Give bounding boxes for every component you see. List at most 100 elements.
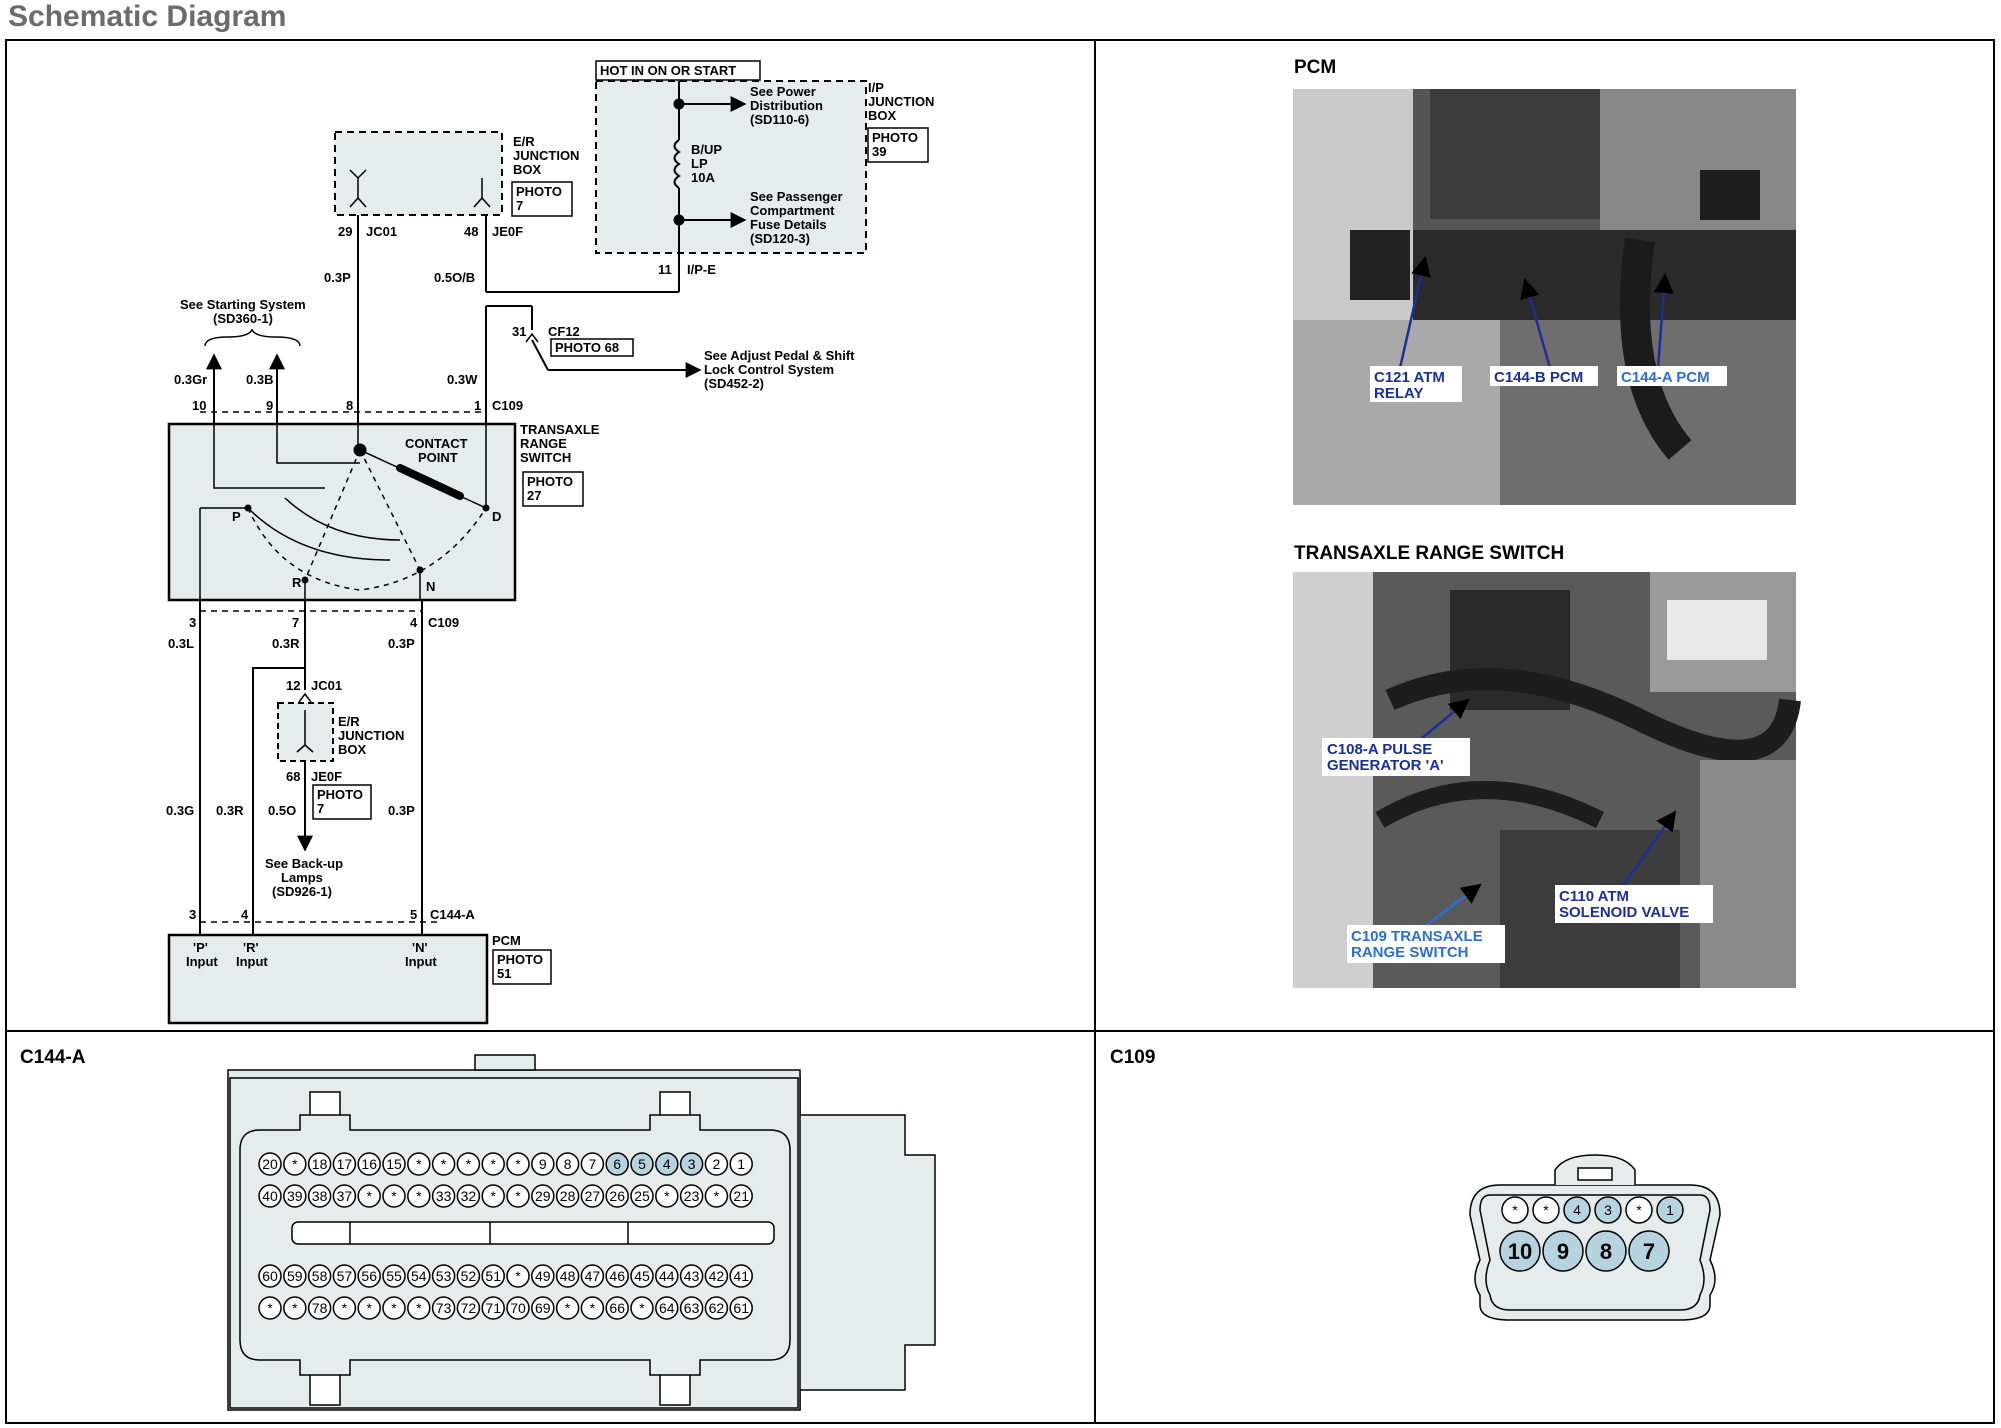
connector-pin: 8 <box>1585 1230 1627 1272</box>
svg-text:1: 1 <box>474 398 481 413</box>
connector-pin: * <box>481 1184 505 1208</box>
connector-pin: * <box>630 1296 654 1320</box>
er-junction-box <box>334 131 503 216</box>
svg-text:55: 55 <box>386 1268 402 1284</box>
svg-text:63: 63 <box>684 1300 700 1316</box>
connector-pin: 58 <box>307 1264 332 1288</box>
svg-text:RANGE SWITCH: RANGE SWITCH <box>1351 944 1469 961</box>
svg-text:60: 60 <box>262 1268 278 1284</box>
connector-pin: 27 <box>580 1184 605 1208</box>
connector-pin: * <box>1532 1196 1560 1224</box>
connector-pin: 4 <box>1563 1196 1591 1224</box>
connector-pin: 33 <box>431 1184 456 1208</box>
svg-text:PHOTO: PHOTO <box>872 130 918 145</box>
connector-pin: 6 <box>605 1152 629 1176</box>
svg-text:0.3P: 0.3P <box>324 270 351 285</box>
svg-text:JC01: JC01 <box>311 678 342 693</box>
connector-pin: 70 <box>506 1296 530 1320</box>
svg-text:26: 26 <box>609 1188 625 1204</box>
connector-pin: 78 <box>307 1296 332 1320</box>
svg-text:*: * <box>515 1268 521 1284</box>
svg-text:Lock Control System: Lock Control System <box>704 362 834 377</box>
svg-text:0.3P: 0.3P <box>388 803 415 818</box>
svg-text:BOX: BOX <box>338 742 367 757</box>
page-title: Schematic Diagram <box>8 0 287 33</box>
svg-text:*: * <box>565 1300 571 1316</box>
svg-text:*: * <box>366 1300 372 1316</box>
connector-pin: 72 <box>456 1296 481 1320</box>
svg-text:21: 21 <box>733 1188 749 1204</box>
connector-pin: * <box>332 1296 357 1320</box>
connector-pin: 9 <box>1542 1230 1584 1272</box>
svg-text:R: R <box>292 575 302 590</box>
svg-text:42: 42 <box>709 1268 725 1284</box>
svg-text:8: 8 <box>346 398 353 413</box>
svg-text:*: * <box>466 1156 472 1172</box>
svg-text:Distribution: Distribution <box>750 98 823 113</box>
svg-text:B/UP: B/UP <box>691 142 722 157</box>
svg-text:66: 66 <box>609 1300 625 1316</box>
connector-pin: * <box>506 1264 530 1288</box>
svg-text:20: 20 <box>262 1156 278 1172</box>
svg-text:38: 38 <box>312 1188 328 1204</box>
svg-text:9: 9 <box>539 1156 547 1172</box>
svg-text:51: 51 <box>497 966 511 981</box>
svg-text:*: * <box>441 1156 447 1172</box>
svg-text:*: * <box>391 1188 397 1204</box>
hot-label: HOT IN ON OR START <box>600 63 736 78</box>
connector-pin: 49 <box>531 1264 555 1288</box>
connector-pin: 17 <box>332 1152 357 1176</box>
svg-text:33: 33 <box>436 1188 452 1204</box>
svg-text:0.3W: 0.3W <box>447 372 478 387</box>
svg-text:23: 23 <box>684 1188 700 1204</box>
connector-pin: 66 <box>605 1296 629 1320</box>
trs-photo: C108-A PULSE GENERATOR 'A' C110 ATM SOLE… <box>1293 572 1801 988</box>
connector-pin: 9 <box>531 1152 555 1176</box>
svg-text:E/R: E/R <box>513 134 535 149</box>
svg-text:28: 28 <box>560 1188 576 1204</box>
svg-text:PHOTO: PHOTO <box>317 787 363 802</box>
pcm-box <box>167 933 489 1025</box>
connector-pin: 39 <box>283 1184 307 1208</box>
svg-text:*: * <box>1512 1202 1518 1218</box>
svg-text:RANGE: RANGE <box>520 436 567 451</box>
connector-pin: 48 <box>555 1264 580 1288</box>
connector-pin: 60 <box>258 1264 282 1288</box>
svg-text:*: * <box>416 1188 422 1204</box>
connector-pin: 1 <box>729 1152 753 1176</box>
svg-text:29: 29 <box>338 224 352 239</box>
svg-text:BOX: BOX <box>868 108 897 123</box>
svg-text:10: 10 <box>1508 1239 1532 1264</box>
connector-pin: 64 <box>655 1296 679 1320</box>
svg-text:See Adjust Pedal & Shift: See Adjust Pedal & Shift <box>704 348 855 363</box>
svg-text:9: 9 <box>1557 1239 1569 1264</box>
svg-text:16: 16 <box>361 1156 377 1172</box>
connector-pin: * <box>357 1296 381 1320</box>
svg-text:2: 2 <box>713 1156 721 1172</box>
svg-text:52: 52 <box>461 1268 477 1284</box>
connector-pin: 73 <box>431 1296 456 1320</box>
svg-text:(SD360-1): (SD360-1) <box>213 311 273 326</box>
svg-text:1: 1 <box>737 1156 745 1172</box>
connector-pin: * <box>506 1152 530 1176</box>
connector-pin: * <box>481 1152 505 1176</box>
svg-text:'P': 'P' <box>193 940 208 955</box>
svg-text:*: * <box>639 1300 645 1316</box>
svg-text:11: 11 <box>658 262 672 277</box>
svg-text:41: 41 <box>733 1268 749 1284</box>
svg-text:*: * <box>1636 1202 1642 1218</box>
svg-text:7: 7 <box>317 801 324 816</box>
svg-text:Input: Input <box>236 954 268 969</box>
svg-text:73: 73 <box>436 1300 452 1316</box>
connector-pin: 20 <box>258 1152 282 1176</box>
svg-text:JUNCTION: JUNCTION <box>868 94 934 109</box>
svg-text:15: 15 <box>386 1156 402 1172</box>
svg-text:8: 8 <box>564 1156 572 1172</box>
connector-pin: 8 <box>555 1152 580 1176</box>
connector-pin: 7 <box>580 1152 605 1176</box>
c109-title: C109 <box>1110 1047 1155 1068</box>
svg-text:0.5O: 0.5O <box>268 803 296 818</box>
connector-pin: * <box>357 1184 381 1208</box>
